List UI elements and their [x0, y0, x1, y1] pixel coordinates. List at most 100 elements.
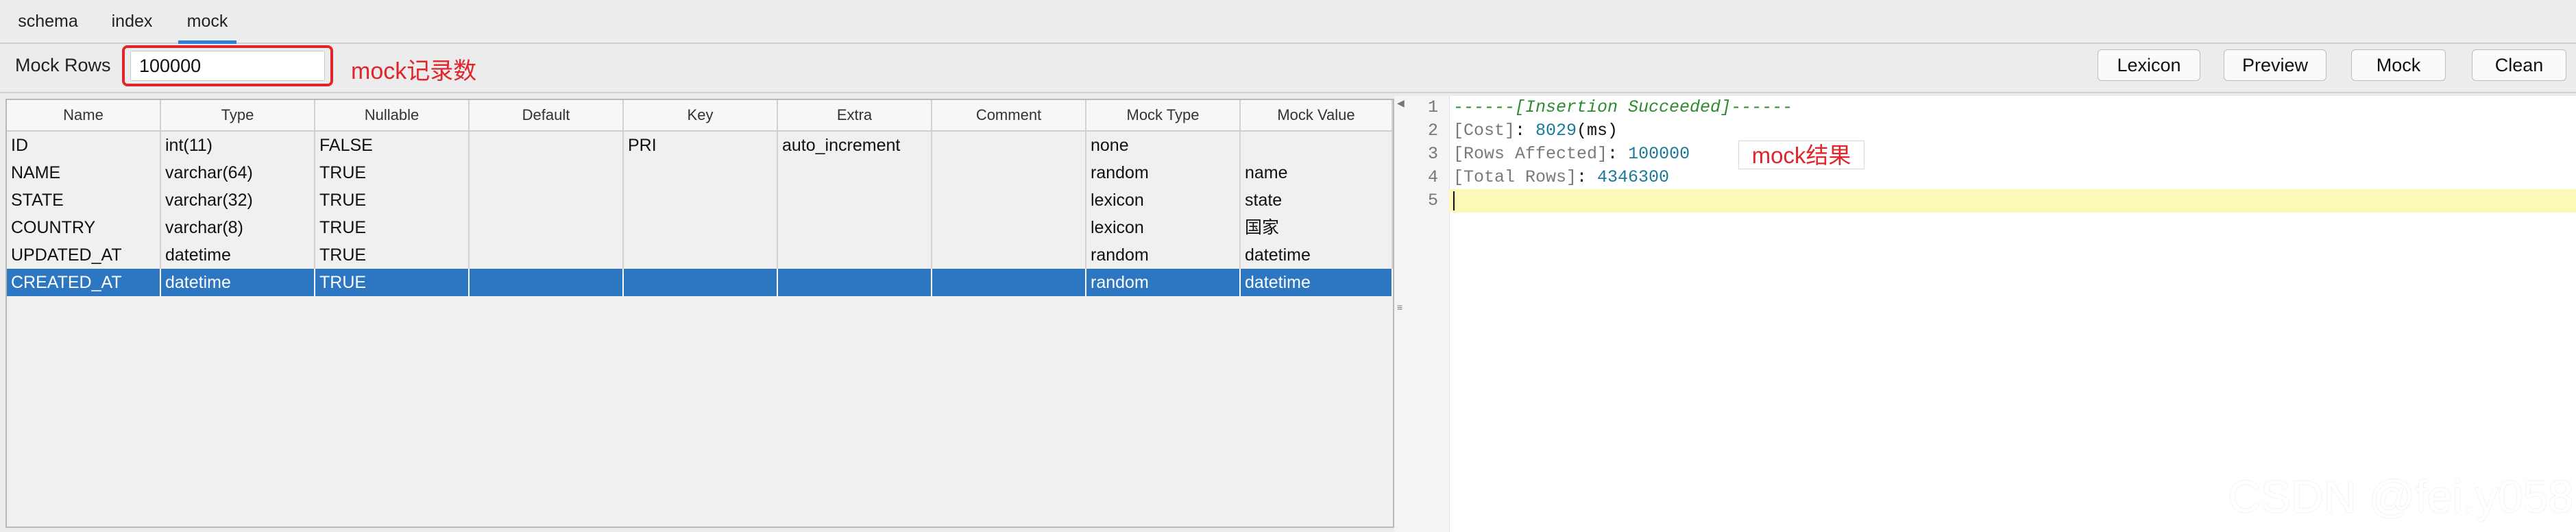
header-type[interactable]: Type — [161, 100, 315, 130]
cell-key[interactable] — [624, 214, 778, 241]
cell-nullable[interactable]: TRUE — [315, 214, 470, 241]
current-line[interactable] — [1449, 189, 2576, 213]
header-key[interactable]: Key — [624, 100, 778, 130]
tab-schema[interactable]: schema — [18, 12, 78, 31]
cell-extra[interactable] — [778, 269, 932, 296]
cell-comment[interactable] — [932, 214, 1086, 241]
table-row[interactable]: COUNTRY varchar(8) TRUE lexicon 国家 — [7, 214, 1393, 241]
header-nullable[interactable]: Nullable — [315, 100, 470, 130]
header-default[interactable]: Default — [470, 100, 624, 130]
toolbar: Mock Rows mock记录数 Lexicon Preview Mock C… — [0, 44, 2576, 93]
header-mock-value[interactable]: Mock Value — [1241, 100, 1393, 130]
cell-mock-type[interactable]: random — [1086, 269, 1241, 296]
cell-default[interactable] — [470, 241, 624, 269]
cell-comment[interactable] — [932, 159, 1086, 186]
cell-comment[interactable] — [932, 186, 1086, 214]
cell-nullable[interactable]: TRUE — [315, 241, 470, 269]
table-row-selected[interactable]: CREATED_AT datetime TRUE random datetime — [7, 269, 1393, 296]
cell-name[interactable]: NAME — [7, 159, 161, 186]
lexicon-button[interactable]: Lexicon — [2098, 49, 2200, 81]
code-line[interactable]: ------[Insertion Succeeded]------ — [1449, 96, 2576, 119]
cell-key[interactable] — [624, 241, 778, 269]
cell-type[interactable]: datetime — [161, 241, 315, 269]
cell-name[interactable]: COUNTRY — [7, 214, 161, 241]
cost-value: 8029 — [1535, 121, 1577, 141]
cell-mock-type[interactable]: none — [1086, 132, 1241, 159]
cell-mock-value[interactable]: 国家 — [1241, 214, 1393, 241]
rows-affected-value: 100000 — [1628, 144, 1690, 164]
cell-name[interactable]: STATE — [7, 186, 161, 214]
table-row[interactable]: UPDATED_AT datetime TRUE random datetime — [7, 241, 1393, 269]
cell-nullable[interactable]: TRUE — [315, 269, 470, 296]
cell-type[interactable]: varchar(64) — [161, 159, 315, 186]
cell-default[interactable] — [470, 214, 624, 241]
cell-default[interactable] — [470, 132, 624, 159]
cell-type[interactable]: varchar(32) — [161, 186, 315, 214]
cell-mock-type[interactable]: random — [1086, 159, 1241, 186]
cell-nullable[interactable]: TRUE — [315, 186, 470, 214]
cell-name[interactable]: CREATED_AT — [7, 269, 161, 296]
cell-nullable[interactable]: TRUE — [315, 159, 470, 186]
tab-bar: schema index mock — [0, 0, 2576, 44]
fold-marker-icon[interactable]: ≡ — [1397, 302, 1403, 313]
cell-mock-type[interactable]: lexicon — [1086, 186, 1241, 214]
mock-rows-input[interactable] — [130, 51, 325, 81]
header-extra[interactable]: Extra — [778, 100, 932, 130]
cell-type[interactable]: varchar(8) — [161, 214, 315, 241]
cell-type[interactable]: int(11) — [161, 132, 315, 159]
code-line[interactable]: [Cost]: 8029(ms) — [1449, 119, 2576, 143]
table-row[interactable]: NAME varchar(64) TRUE random name — [7, 159, 1393, 186]
cost-key: [Cost] — [1453, 121, 1516, 141]
header-mock-type[interactable]: Mock Type — [1086, 100, 1241, 130]
cell-name[interactable]: ID — [7, 132, 161, 159]
cell-mock-type[interactable]: lexicon — [1086, 214, 1241, 241]
cell-comment[interactable] — [932, 269, 1086, 296]
cell-extra[interactable] — [778, 214, 932, 241]
grid-header: Name Type Nullable Default Key Extra Com… — [7, 100, 1393, 132]
cell-extra[interactable] — [778, 186, 932, 214]
cell-mock-value[interactable] — [1241, 132, 1393, 159]
cell-mock-value[interactable]: name — [1241, 159, 1393, 186]
tab-index[interactable]: index — [111, 12, 153, 31]
separator: : — [1577, 167, 1598, 187]
table-row[interactable]: ID int(11) FALSE PRI auto_increment none — [7, 132, 1393, 159]
text-caret — [1453, 191, 1455, 210]
mock-rows-annotation: mock记录数 — [351, 58, 477, 84]
cell-comment[interactable] — [932, 241, 1086, 269]
mock-button[interactable]: Mock — [2351, 49, 2446, 81]
cell-nullable[interactable]: FALSE — [315, 132, 470, 159]
cell-mock-type[interactable]: random — [1086, 241, 1241, 269]
clean-button[interactable]: Clean — [2472, 49, 2566, 81]
cell-extra[interactable] — [778, 241, 932, 269]
total-rows-value: 4346300 — [1597, 167, 1670, 187]
separator: : — [1515, 121, 1536, 141]
column-grid: Name Type Nullable Default Key Extra Com… — [5, 99, 1394, 528]
cell-extra[interactable] — [778, 159, 932, 186]
cell-key[interactable] — [624, 186, 778, 214]
result-editor[interactable]: ◀ ≡ 1 2 3 4 5 ------[Insertion Succeeded… — [1394, 96, 2576, 532]
header-name[interactable]: Name — [7, 100, 161, 130]
cell-name[interactable]: UPDATED_AT — [7, 241, 161, 269]
cell-default[interactable] — [470, 269, 624, 296]
cell-mock-value[interactable]: datetime — [1241, 269, 1393, 296]
fold-up-icon[interactable]: ◀ — [1397, 97, 1405, 108]
cell-type[interactable]: datetime — [161, 269, 315, 296]
cell-extra[interactable]: auto_increment — [778, 132, 932, 159]
cell-comment[interactable] — [932, 132, 1086, 159]
line-number: 2 — [1427, 121, 1438, 141]
line-number: 1 — [1427, 97, 1438, 117]
preview-button[interactable]: Preview — [2224, 49, 2326, 81]
cell-mock-value[interactable]: datetime — [1241, 241, 1393, 269]
cell-mock-value[interactable]: state — [1241, 186, 1393, 214]
cost-unit: (ms) — [1577, 121, 1618, 141]
cell-key[interactable]: PRI — [624, 132, 778, 159]
tab-mock[interactable]: mock — [171, 0, 243, 44]
cell-default[interactable] — [470, 186, 624, 214]
cell-default[interactable] — [470, 159, 624, 186]
code-line[interactable]: [Total Rows]: 4346300 — [1449, 166, 2576, 189]
cell-key[interactable] — [624, 269, 778, 296]
header-comment[interactable]: Comment — [932, 100, 1086, 130]
table-row[interactable]: STATE varchar(32) TRUE lexicon state — [7, 186, 1393, 214]
cell-key[interactable] — [624, 159, 778, 186]
code-line[interactable]: [Rows Affected]: 100000 — [1449, 143, 2576, 166]
